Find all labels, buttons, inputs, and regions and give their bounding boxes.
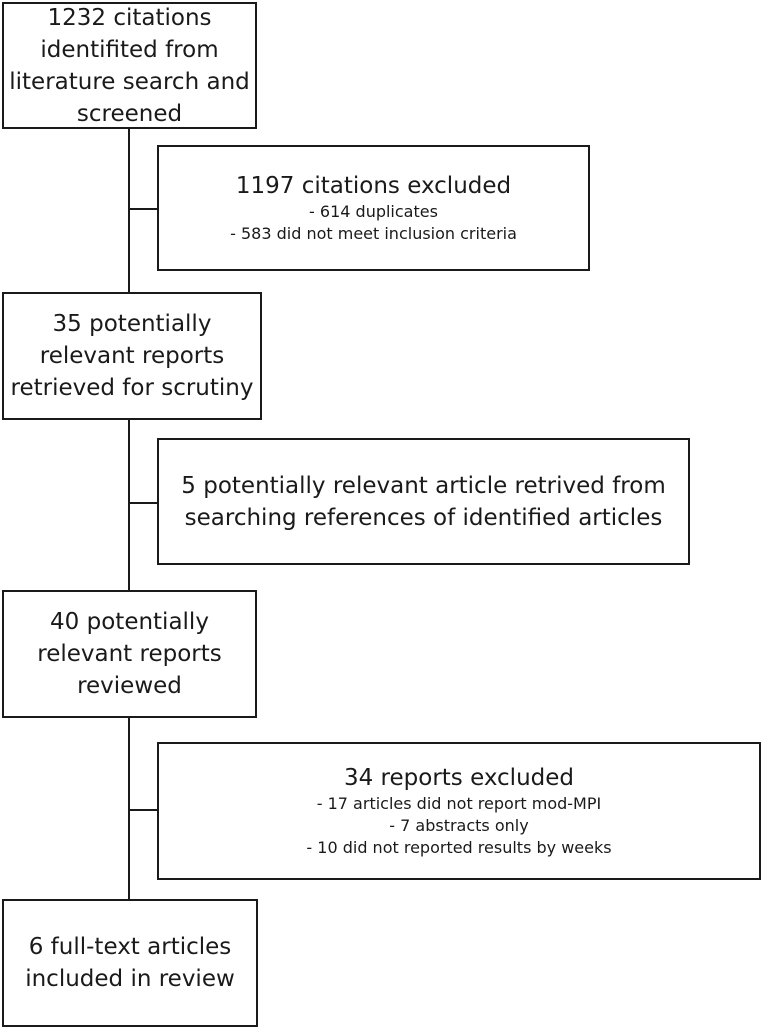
citations-excluded-details: - 614 duplicates - 583 did not meet incl…: [230, 202, 517, 243]
connector-to-additional-articles: [128, 502, 158, 504]
reports-excluded-details: - 17 articles did not report mod-MPI - 7…: [306, 794, 612, 857]
identified-citations-text: 1232 citations identifited from literatu…: [9, 4, 250, 127]
reviewed-reports-box: 40 potentially relevant reports reviewed: [2, 590, 257, 718]
reports-excluded-title: 34 reports excluded: [343, 765, 575, 791]
additional-articles-box: 5 potentially relevant article retrived …: [157, 438, 690, 565]
reviewed-reports-text: 40 potentially relevant reports reviewed: [37, 609, 222, 699]
included-articles-text: 6 full-text articles included in review: [25, 934, 235, 992]
retrieved-reports-text: 35 potentially relevant reports retrieve…: [10, 311, 254, 401]
citations-excluded-box: 1197 citations excluded - 614 duplicates…: [157, 145, 590, 271]
main-flow-line: [128, 128, 130, 900]
connector-to-exclusion-1: [128, 208, 158, 210]
citations-excluded-title: 1197 citations excluded: [235, 173, 512, 199]
retrieved-reports-box: 35 potentially relevant reports retrieve…: [2, 292, 262, 420]
additional-articles-text: 5 potentially relevant article retrived …: [181, 472, 666, 531]
reports-excluded-box: 34 reports excluded - 17 articles did no…: [157, 742, 761, 880]
included-articles-box: 6 full-text articles included in review: [2, 899, 258, 1027]
connector-to-exclusion-2: [128, 809, 158, 811]
identified-citations-box: 1232 citations identifited from literatu…: [2, 2, 257, 129]
